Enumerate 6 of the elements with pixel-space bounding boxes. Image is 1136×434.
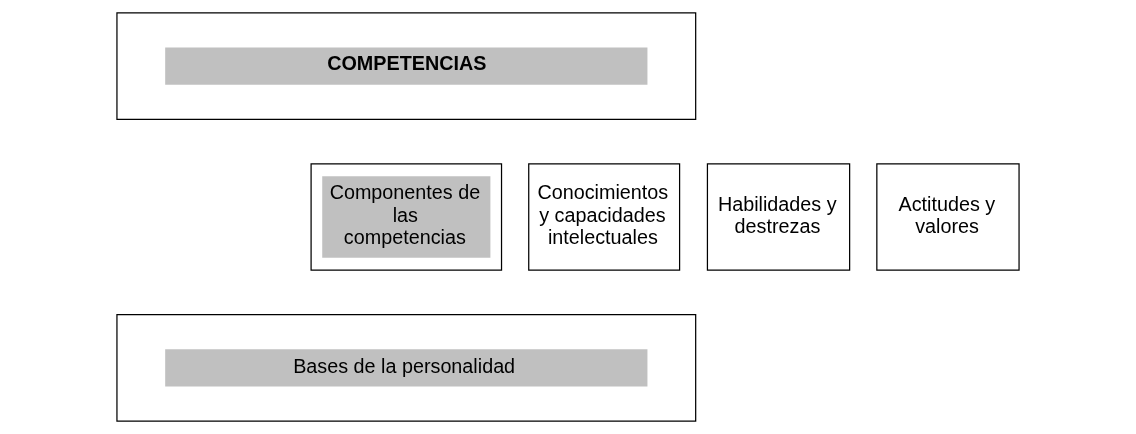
- node-box: Actitudes y valores: [876, 163, 1020, 271]
- node-box: Bases de la personalidad: [116, 314, 697, 422]
- node-box: COMPETENCIAS: [116, 12, 697, 120]
- node-box: Habilidades y destrezas: [706, 163, 851, 271]
- node-box: Conocimientos y capacidades intelectuales: [528, 163, 681, 271]
- node-box: Componentes de las competencias: [310, 163, 503, 271]
